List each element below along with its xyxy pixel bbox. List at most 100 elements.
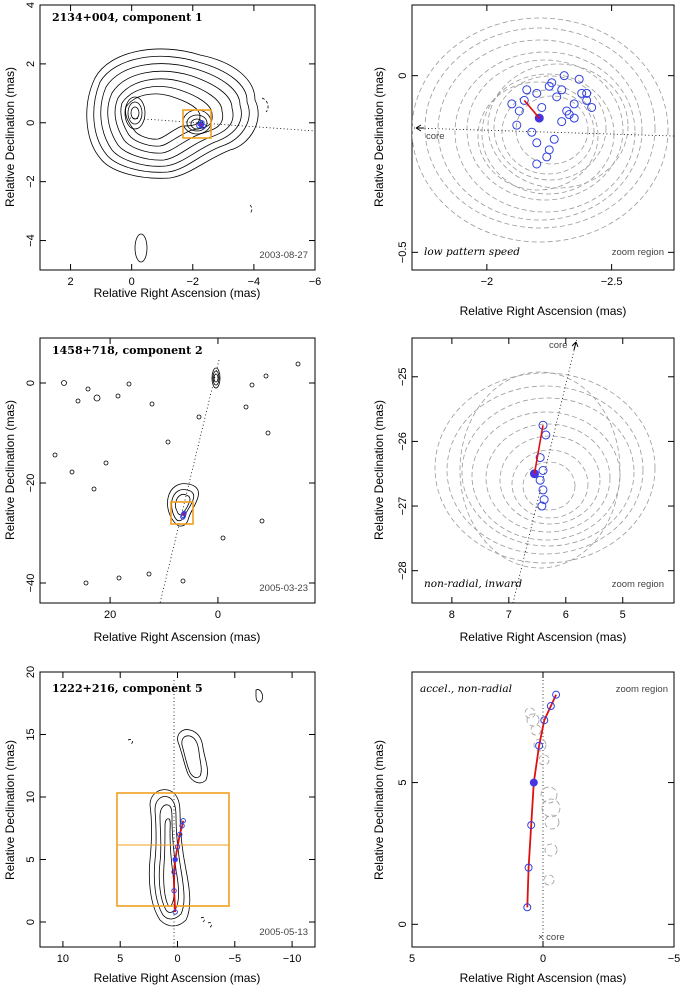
x-tick-label: 0 xyxy=(540,953,546,965)
x-tick-label: 5 xyxy=(620,609,626,621)
panel-4-error-circles xyxy=(434,338,656,603)
panel-1-positions xyxy=(196,120,207,130)
panel-5-date: 2005-05-13 xyxy=(259,927,308,938)
y-tick-label: 2 xyxy=(25,61,37,67)
position-marker xyxy=(577,88,587,98)
x-tick-label: 6 xyxy=(563,609,569,621)
panel-1-ylabel: Relative Declination (mas) xyxy=(3,67,17,207)
panel-2-positions xyxy=(507,71,597,169)
position-marker xyxy=(512,120,522,130)
x-tick-label: 8 xyxy=(449,609,455,621)
x-tick-label: −10 xyxy=(283,953,302,965)
panel-4-region-label: zoom region xyxy=(612,579,664,590)
position-marker xyxy=(574,74,584,84)
y-tick-label: 20 xyxy=(25,666,37,678)
trajectory-point xyxy=(172,856,178,863)
panel-1-frame xyxy=(39,4,316,271)
panel-1-zoom-box xyxy=(182,109,212,139)
panel-6-error-circles xyxy=(524,680,561,947)
motion-vector xyxy=(199,123,202,126)
trajectory-point xyxy=(546,702,555,711)
y-tick-label: −0.5 xyxy=(397,241,409,263)
position-marker xyxy=(547,78,557,88)
trajectory-point xyxy=(180,818,186,824)
panel-2-axes: −2−2.50−0.5 xyxy=(397,5,674,288)
y-tick-label: 0 xyxy=(397,921,409,927)
panel-1-xlabel: Relative Right Ascension (mas) xyxy=(94,286,261,300)
panel-3-frame xyxy=(39,337,316,604)
x-tick-label: −2.5 xyxy=(601,276,623,288)
panel-2-error-circles xyxy=(412,17,674,243)
position-marker xyxy=(564,110,574,120)
trajectory-point xyxy=(523,903,532,912)
panel-4-core-arrow xyxy=(571,341,579,351)
position-marker xyxy=(541,430,551,440)
panel-5-title: 1222+216, component 5 xyxy=(52,682,203,695)
x-tick-label: 0 xyxy=(215,609,221,621)
position-marker xyxy=(557,117,567,127)
x-tick-label: −5 xyxy=(229,953,242,965)
trajectory-point xyxy=(527,821,536,830)
motion-vector xyxy=(182,513,185,516)
panel-2-note: low pattern speed xyxy=(424,246,520,258)
x-tick-label: 0 xyxy=(174,953,180,965)
panel-2-frame xyxy=(411,4,675,271)
trajectory-line xyxy=(526,694,557,908)
y-tick-label: −25 xyxy=(397,367,409,386)
x-tick-label: 0 xyxy=(129,276,135,288)
trajectory-point xyxy=(535,741,544,750)
y-tick-label: 0 xyxy=(25,120,37,126)
x-tick-label: 5 xyxy=(117,953,123,965)
position-marker xyxy=(539,495,549,505)
trajectory-point xyxy=(524,863,533,872)
position-marker xyxy=(532,159,542,169)
position-marker xyxy=(527,127,537,137)
y-tick-label: −27 xyxy=(397,497,409,516)
x-tick-label: −2 xyxy=(187,276,200,288)
panel-3-contours xyxy=(52,359,301,603)
x-tick-label: −2 xyxy=(481,276,494,288)
panel-3-positions xyxy=(180,510,187,520)
position-marker xyxy=(542,152,552,162)
trajectory-point xyxy=(171,869,177,875)
position-marker xyxy=(557,85,567,95)
panel-6-xlabel: Relative Right Ascension (mas) xyxy=(460,971,627,985)
trajectory-point xyxy=(179,823,185,829)
panel-6-ylabel: Relative Declination (mas) xyxy=(372,740,386,880)
panel-3-xlabel: Relative Right Ascension (mas) xyxy=(94,630,261,644)
x-tick-label: 5 xyxy=(409,953,415,965)
panel-6-note: accel., non-radial xyxy=(420,683,512,695)
panel-5-ylabel: Relative Declination (mas) xyxy=(3,740,17,880)
panel-3-date: 2005-03-23 xyxy=(259,583,308,594)
trajectory-point xyxy=(177,831,183,838)
panel-5-positions xyxy=(171,818,186,915)
panel-3-title: 1458+718, component 2 xyxy=(52,344,203,357)
position-marker xyxy=(538,466,548,475)
panel-2-core-arrow xyxy=(415,124,424,132)
panel-2-core-label: core xyxy=(426,131,444,142)
panel-5-zoom-box xyxy=(116,792,230,907)
y-tick-label: −2 xyxy=(25,175,37,188)
x-tick-label: 2 xyxy=(67,276,73,288)
y-tick-label: 10 xyxy=(25,791,37,803)
panel-1-title: 2134+004, component 1 xyxy=(52,11,203,24)
position-marker xyxy=(587,102,597,112)
position-marker xyxy=(538,485,548,495)
panel-3-ylabel: Relative Declination (mas) xyxy=(3,400,17,540)
position-marker xyxy=(535,453,545,463)
x-tick-label: −4 xyxy=(248,276,261,288)
y-tick-label: 5 xyxy=(397,780,409,786)
panel-2-region-label: zoom region xyxy=(612,247,664,258)
y-tick-label: −20 xyxy=(25,474,37,493)
trajectory-point xyxy=(529,778,538,787)
panel-5-contours xyxy=(127,680,263,947)
